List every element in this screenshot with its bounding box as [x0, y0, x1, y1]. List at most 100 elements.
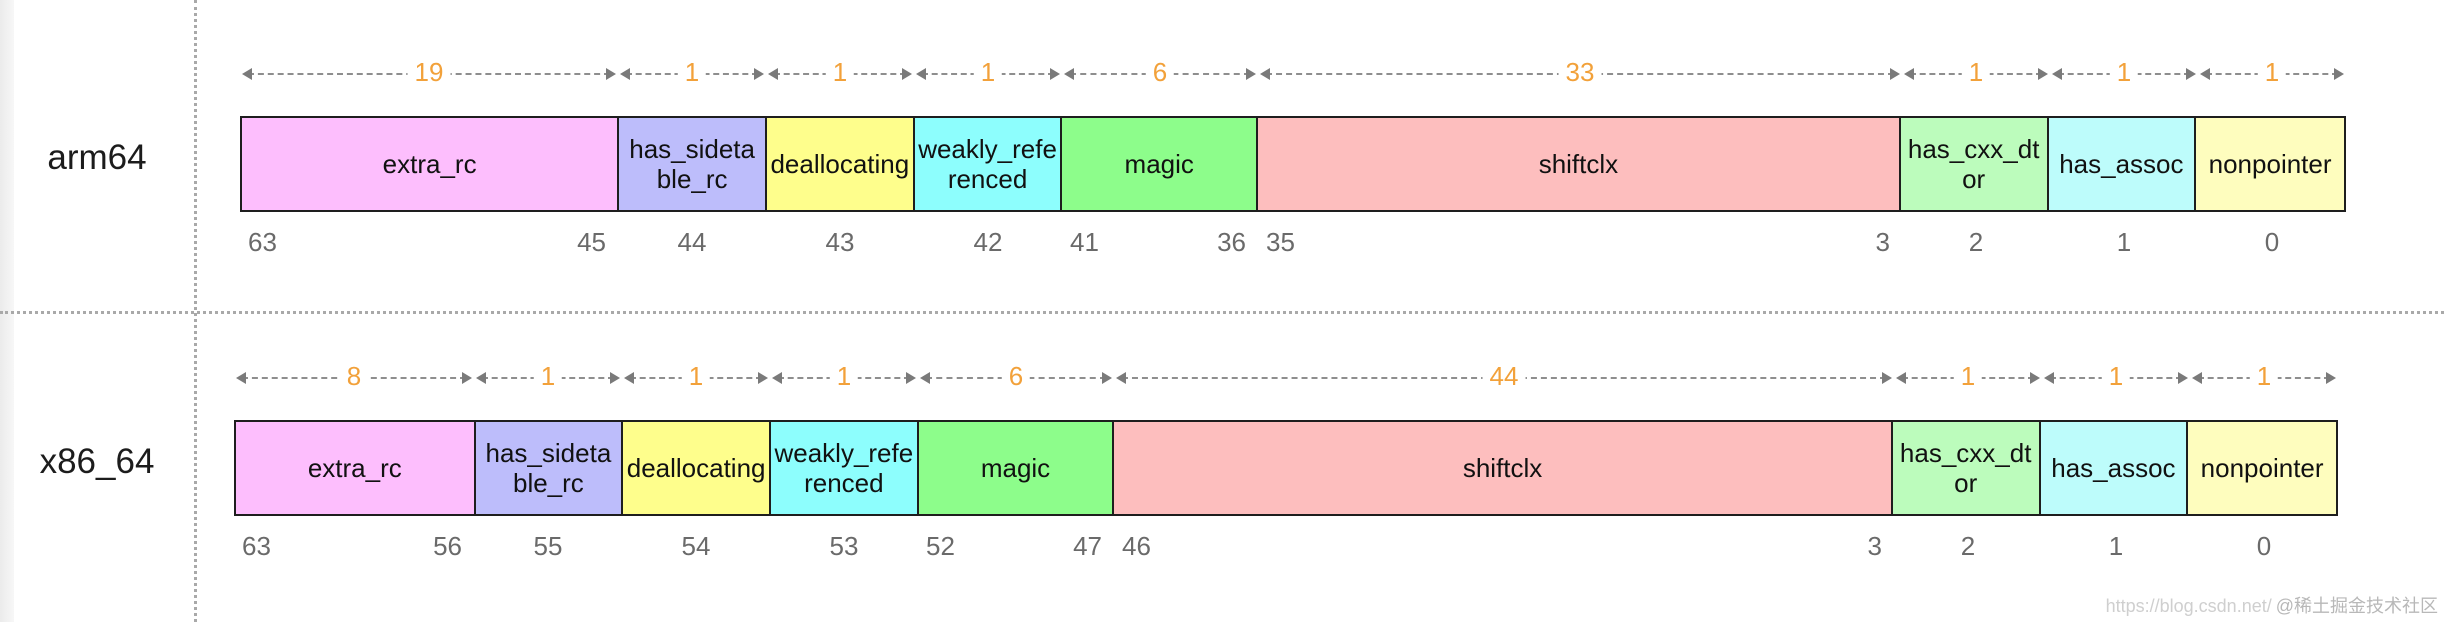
arrow-left-icon	[2192, 372, 2202, 384]
bit-width-value: 1	[533, 360, 563, 392]
arrow-left-icon	[1904, 68, 1914, 80]
field-nonpointer: nonpointer	[2196, 118, 2344, 210]
bit-width-row: 19 1 1 1 6 33 1 1 1	[240, 48, 2346, 98]
arrow-left-icon	[772, 372, 782, 384]
bit-index: 55	[533, 531, 563, 561]
field-has-cxx-dtor: has_cxx_dtor	[1892, 422, 2041, 514]
bit-width-value: 1	[2109, 56, 2139, 88]
arrow-left-icon	[236, 372, 246, 384]
bit-index-high: 52	[926, 531, 955, 561]
bit-index-low: 56	[433, 531, 462, 561]
arch-label: x86_64	[39, 442, 155, 481]
arrow-right-icon	[1102, 372, 1112, 384]
bit-width-value: 6	[1145, 56, 1175, 88]
bit-width-value: 1	[681, 360, 711, 392]
bit-index: 1	[2108, 531, 2124, 561]
bit-width-value: 1	[829, 360, 859, 392]
bit-index-high: 46	[1122, 531, 1151, 561]
arrow-right-icon	[2038, 68, 2048, 80]
bit-index-high: 63	[248, 227, 277, 257]
bit-width-magic: 6	[920, 352, 1112, 402]
bit-width-value: 1	[677, 56, 707, 88]
bit-width-extra_rc: 19	[242, 48, 616, 98]
field-nonpointer: nonpointer	[2188, 422, 2336, 514]
arrow-right-icon	[610, 372, 620, 384]
arrow-right-icon	[2030, 372, 2040, 384]
field-weakly-referenced: weakly_referenced	[770, 422, 919, 514]
arrow-left-icon	[242, 68, 252, 80]
bit-width-weakly-referenced: 1	[916, 48, 1060, 98]
bit-width-value: 1	[1961, 56, 1991, 88]
field-deallocating: deallocating	[766, 118, 915, 210]
arrow-left-icon	[920, 372, 930, 384]
arrow-left-icon	[2200, 68, 2210, 80]
bit-width-has-assoc: 1	[2052, 48, 2196, 98]
bit-index: 0	[2264, 227, 2280, 257]
bit-width-value: 1	[2101, 360, 2131, 392]
arrow-right-icon	[1882, 372, 1892, 384]
arrow-left-icon	[476, 372, 486, 384]
bit-width-value: 33	[1558, 56, 1602, 88]
field-has-assoc: has_assoc	[2040, 422, 2189, 514]
bit-index-low: 47	[1073, 531, 1102, 561]
bit-index: 0	[2256, 531, 2272, 561]
bit-width-extra_rc: 8	[236, 352, 472, 402]
bit-width-nonpointer: 1	[2200, 48, 2344, 98]
arrow-right-icon	[1050, 68, 1060, 80]
bit-width-value: 6	[1001, 360, 1031, 392]
arrow-right-icon	[902, 68, 912, 80]
bit-width-nonpointer: 1	[2192, 352, 2336, 402]
bit-width-has-sidetable-rc: 1	[476, 352, 620, 402]
arrow-right-icon	[906, 372, 916, 384]
bit-width-value: 1	[973, 56, 1003, 88]
bit-width-weakly-referenced: 1	[772, 352, 916, 402]
arrow-left-icon	[1896, 372, 1906, 384]
arrow-right-icon	[462, 372, 472, 384]
bit-index-low: 3	[1867, 531, 1882, 561]
field-shiftcls: shiftclx	[1114, 422, 1893, 514]
bit-width-deallocating: 1	[624, 352, 768, 402]
arrow-left-icon	[2052, 68, 2062, 80]
bit-width-value: 8	[339, 360, 369, 392]
arch-label: arm64	[47, 138, 147, 177]
bit-width-value: 1	[2257, 56, 2287, 88]
arrow-right-icon	[2178, 372, 2188, 384]
field-deallocating: deallocating	[623, 422, 771, 514]
arrow-left-icon	[1260, 68, 1270, 80]
bit-index-low: 3	[1875, 227, 1890, 257]
bit-index: 54	[681, 531, 711, 561]
arrow-left-icon	[1116, 372, 1126, 384]
field-extra_rc: extra_rc	[236, 422, 476, 514]
bit-index: 42	[973, 227, 1003, 257]
arrow-right-icon	[2326, 372, 2336, 384]
field-has-assoc: has_assoc	[2048, 118, 2197, 210]
arrow-right-icon	[606, 68, 616, 80]
arrow-left-icon	[768, 68, 778, 80]
bit-width-deallocating: 1	[768, 48, 912, 98]
bit-width-shiftcls: 44	[1116, 352, 1892, 402]
arrow-right-icon	[1890, 68, 1900, 80]
field-shiftcls: shiftclx	[1258, 118, 1901, 210]
arrow-left-icon	[1064, 68, 1074, 80]
bit-width-value: 44	[1482, 360, 1526, 392]
watermark-url: https://blog.csdn.net/	[2105, 596, 2272, 616]
bit-index-high: 35	[1266, 227, 1295, 257]
arrow-right-icon	[2186, 68, 2196, 80]
field-has-sidetable-rc: has_sidetable_rc	[475, 422, 624, 514]
arrow-left-icon	[624, 372, 634, 384]
bit-index: 44	[677, 227, 707, 257]
bit-width-value: 1	[825, 56, 855, 88]
bit-width-value: 1	[1953, 360, 1983, 392]
watermark: https://blog.csdn.net/@稀土掘金技术社区	[2106, 592, 2438, 618]
bit-width-has-assoc: 1	[2044, 352, 2188, 402]
bit-index-low: 36	[1217, 227, 1246, 257]
bit-index-high: 41	[1070, 227, 1099, 257]
bit-index: 43	[825, 227, 855, 257]
bit-index: 2	[1968, 227, 1984, 257]
bit-width-value: 1	[2249, 360, 2279, 392]
